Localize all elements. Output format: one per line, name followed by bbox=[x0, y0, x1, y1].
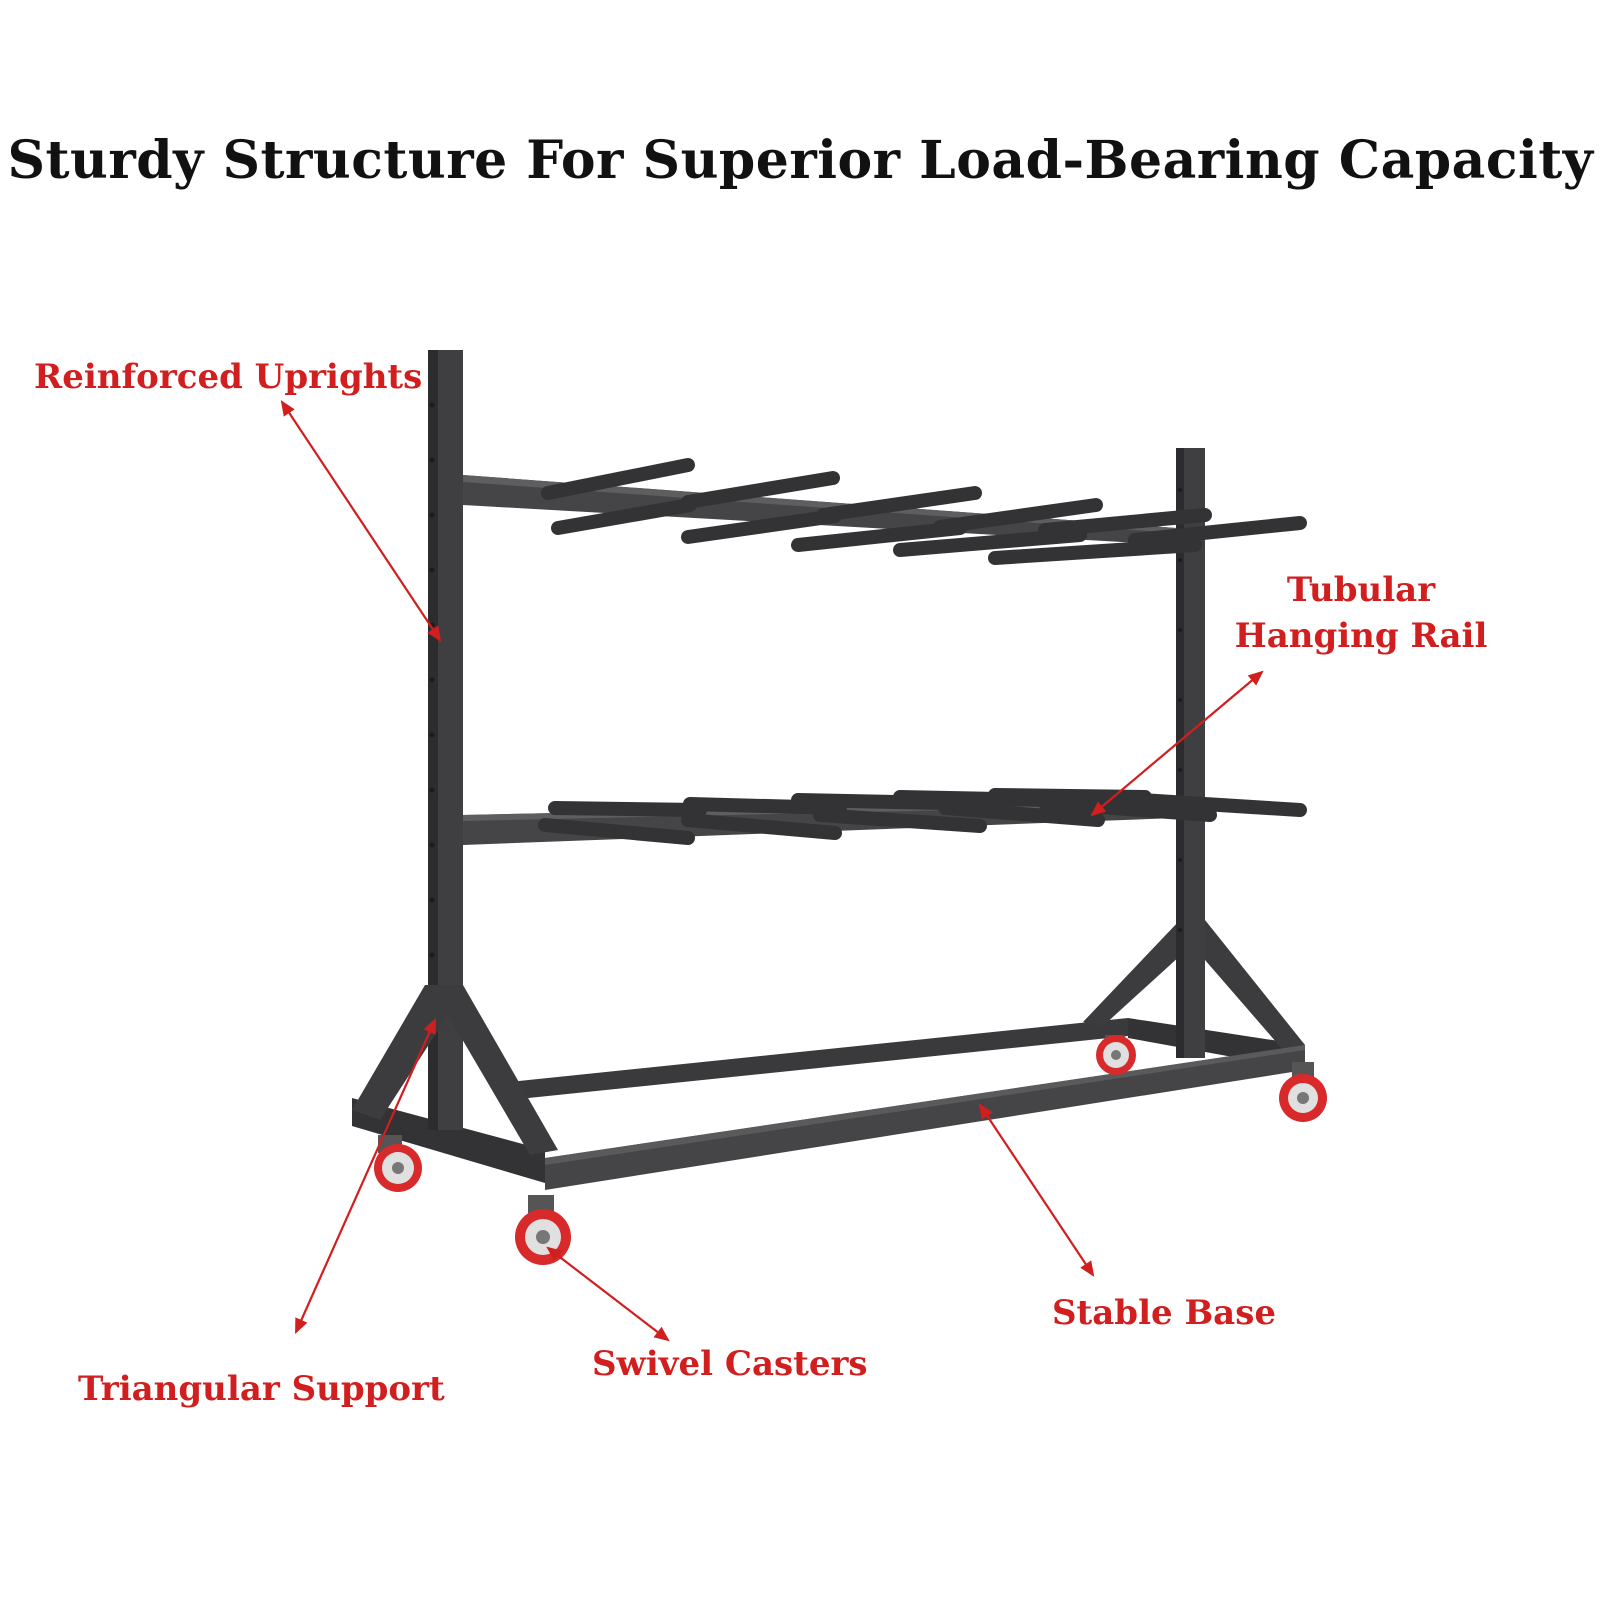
arrow-stable-base bbox=[978, 1103, 1095, 1277]
front-base-rail bbox=[545, 1045, 1305, 1190]
label-tubular-line1: Tubular bbox=[1286, 570, 1436, 610]
caster-front-right bbox=[1279, 1062, 1327, 1122]
label-triangular-support: Triangular Support bbox=[78, 1369, 445, 1409]
label-stable-base: Stable Base bbox=[1052, 1293, 1276, 1333]
back-base-rail bbox=[500, 1018, 1128, 1101]
label-tubular-line2: Hanging Rail bbox=[1234, 615, 1488, 656]
label-tubular-hanging-rail: Tubular Hanging Rail bbox=[1230, 568, 1492, 660]
upper-hanging-rails bbox=[541, 458, 1307, 565]
label-swivel-casters: Swivel Casters bbox=[592, 1344, 868, 1384]
page-title: Sturdy Structure For Superior Load-Beari… bbox=[7, 130, 1594, 191]
arrow-reinforced-uprights bbox=[280, 400, 442, 642]
label-reinforced-uprights: Reinforced Uprights bbox=[34, 357, 423, 397]
arrow-swivel-casters bbox=[546, 1246, 670, 1342]
caster-back-right bbox=[1096, 1035, 1136, 1075]
arrow-triangular-support bbox=[294, 1017, 437, 1335]
annotation-arrows bbox=[280, 400, 1264, 1342]
rack-frame bbox=[352, 350, 1307, 1190]
right-triangle-support bbox=[1083, 920, 1305, 1058]
caster-front-middle bbox=[515, 1195, 571, 1265]
arrow-tubular-hanging-rail bbox=[1090, 670, 1264, 817]
